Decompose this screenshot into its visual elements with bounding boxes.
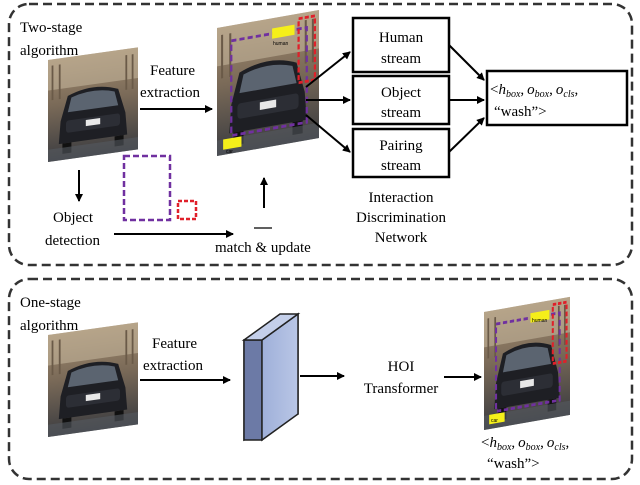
one-stage-output-line2: “wash”> — [487, 456, 540, 472]
match-update-label: match & update — [215, 240, 311, 256]
one-stage-output-image — [484, 296, 570, 430]
one-stage-title-line2: algorithm — [20, 318, 79, 334]
two-stage-feature-label-line2: extraction — [140, 85, 200, 101]
feature-map-two-stage — [217, 10, 319, 156]
two-stage-title-line1: Two-stage — [20, 20, 83, 36]
hoi-label-line1: HOI — [388, 359, 415, 375]
network-label-line2: Discrimination — [356, 210, 446, 226]
two-stage-title-line2: algorithm — [20, 43, 79, 59]
two-stage-output-box — [485, 69, 629, 127]
two-stage-output-line2: “wash”> — [494, 104, 547, 120]
object-stream-label-line1: Object — [381, 85, 422, 101]
one-stage-panel — [7, 277, 634, 481]
input-image-two-stage — [48, 47, 138, 162]
feature-map-human-tag: human — [273, 41, 289, 47]
detection-label-line2: detection — [45, 233, 100, 249]
detected-person-box — [122, 154, 172, 222]
pairing-stream-label-line2: stream — [381, 158, 421, 174]
two-stage-feature-label-line1: Feature — [150, 63, 195, 79]
two-stage-output-line1: <hbox,obox,ocls, — [490, 82, 578, 100]
pairing-to-output-arrow — [448, 117, 485, 153]
to-human-stream-arrow — [305, 51, 351, 88]
one-stage-output-line1: <hbox,obox,ocls, — [481, 435, 569, 453]
pairing-stream-label-line1: Pairing — [379, 138, 423, 154]
feature-block — [241, 312, 301, 442]
network-label-line3: Network — [375, 230, 428, 246]
object-stream-box — [351, 74, 451, 126]
detection-label-line1: Object — [53, 210, 94, 226]
one-stage-feature-label-line1: Feature — [152, 336, 197, 352]
hoi-label-line2: Transformer — [364, 381, 438, 397]
to-pairing-stream-arrow — [305, 114, 351, 153]
object-stream-label-line2: stream — [381, 105, 421, 121]
network-label-line1: Interaction — [369, 190, 434, 206]
input-image-one-stage — [48, 322, 138, 437]
detected-object-box — [176, 199, 198, 221]
one-stage-feature-label-line2: extraction — [143, 358, 203, 374]
human-stream-label-line2: stream — [381, 51, 421, 67]
output-image-car-tag: car — [491, 418, 498, 424]
one-stage-title-line1: One-stage — [20, 295, 81, 311]
pairing-stream-box — [351, 127, 451, 179]
human-stream-label-line1: Human — [379, 30, 424, 46]
feature-map-car-tag: car — [226, 149, 233, 155]
human-to-output-arrow — [448, 44, 485, 81]
output-image-human-tag: human — [532, 318, 548, 324]
